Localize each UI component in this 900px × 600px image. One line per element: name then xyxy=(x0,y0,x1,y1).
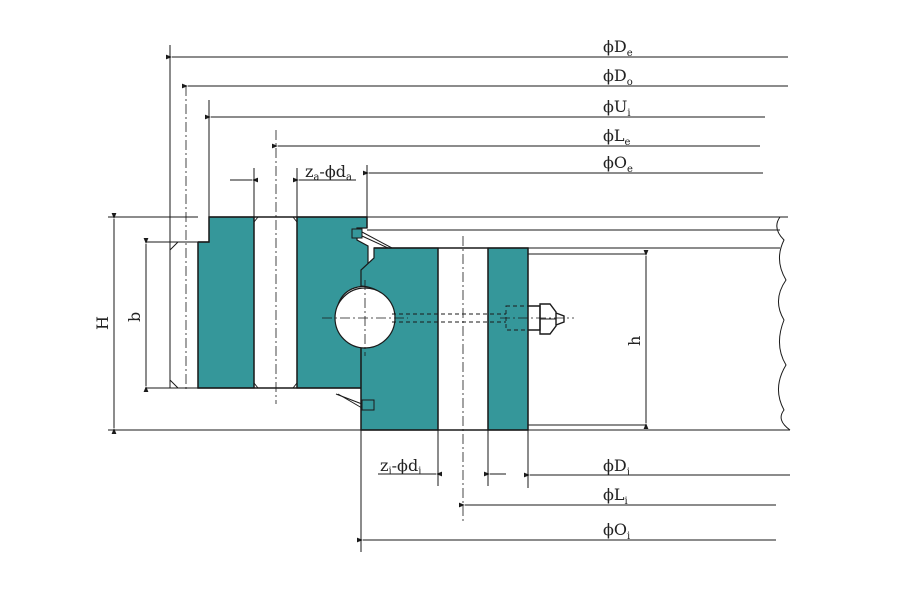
hole-centerlines xyxy=(185,86,464,522)
hole-labels: za-ϕda zi-ϕdi xyxy=(305,162,421,477)
seal-bottom-lip-2 xyxy=(337,393,363,409)
inner-ring-right-section xyxy=(487,247,529,431)
seal-top-lip-2 xyxy=(361,235,389,249)
label-De: ϕDe xyxy=(603,37,633,59)
seals xyxy=(335,228,393,411)
seal-top-lip xyxy=(361,231,393,249)
outer-chamfer xyxy=(146,241,198,389)
top-dimension-labels: ϕDe ϕDo ϕUi ϕLe ϕOe xyxy=(603,37,633,175)
bottom-dimension-lines xyxy=(357,471,790,543)
fitting-hex xyxy=(539,303,557,335)
ball-centerlines xyxy=(322,280,408,356)
label-Le: ϕLe xyxy=(603,126,631,148)
seal-top xyxy=(351,228,363,239)
extension-lines xyxy=(169,45,529,552)
grease-fitting xyxy=(392,303,574,335)
label-Di: ϕDi xyxy=(603,456,630,478)
label-Li: ϕLi xyxy=(603,485,628,507)
label-Oi: ϕOi xyxy=(603,520,630,542)
lube-channel xyxy=(392,313,506,323)
label-za-da: za-ϕda xyxy=(305,162,352,183)
label-h: h xyxy=(625,336,644,346)
seal-bottom xyxy=(361,399,375,411)
label-Oe: ϕOe xyxy=(603,153,633,175)
bottom-dimension-labels: ϕDi ϕLi ϕOi xyxy=(603,456,630,542)
label-b: b xyxy=(125,312,144,322)
outer-ring xyxy=(146,216,369,389)
label-Do: ϕDo xyxy=(603,66,633,88)
outer-hole-chamfers xyxy=(253,216,298,389)
label-H: H xyxy=(93,316,112,330)
height-labels: H b h xyxy=(93,312,644,346)
break-line xyxy=(776,216,791,431)
label-zi-di: zi-ϕdi xyxy=(380,456,421,477)
height-dimensions xyxy=(111,213,649,434)
ball xyxy=(322,280,408,356)
ext-da xyxy=(253,168,298,217)
housing-lines xyxy=(108,216,791,431)
fitting-nipple xyxy=(555,312,565,326)
top-dimension-lines xyxy=(166,54,788,183)
ext-di xyxy=(437,430,489,486)
h-extension xyxy=(528,253,646,426)
label-Ui: ϕUi xyxy=(603,97,631,119)
outer-chamfer-corners xyxy=(169,241,179,389)
